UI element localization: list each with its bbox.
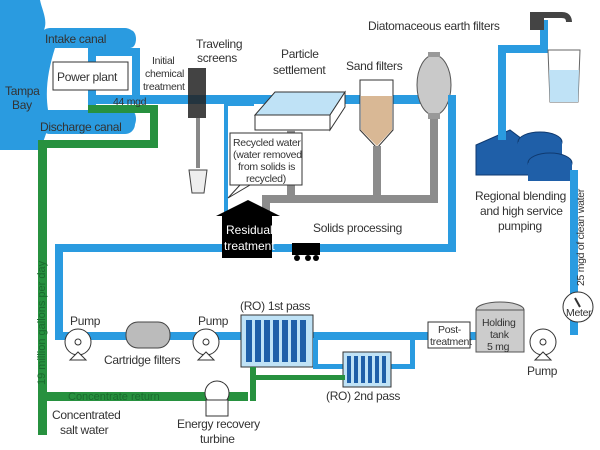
holding-tank-label-3: 5 mg xyxy=(487,341,510,353)
particle-settlement-tank xyxy=(253,90,346,132)
ro-first-pass xyxy=(240,314,314,368)
discharge-canal-label: Discharge canal xyxy=(40,120,122,134)
ro-second-pass xyxy=(342,351,392,388)
pump-1-icon xyxy=(64,328,92,361)
pump-2-icon xyxy=(192,328,220,361)
holding-tank-label-2: tank xyxy=(490,329,510,341)
cartridge-filters-label: Cartridge filters xyxy=(104,353,181,367)
holding-tank-label-1: Holding xyxy=(482,317,516,329)
energy-recovery-label-2: turbine xyxy=(200,432,235,446)
regional-label-2: and high service xyxy=(480,204,563,218)
regional-label-1: Regional blending xyxy=(475,189,566,203)
concentrate-return-pipe xyxy=(38,392,248,401)
concentrated-label-2: salt water xyxy=(60,423,109,437)
tampa-label-2: Bay xyxy=(12,98,32,112)
pump-3-icon xyxy=(529,328,557,361)
discharge-canal xyxy=(40,114,135,134)
residual-label-2: treatment xyxy=(224,239,275,253)
energy-recovery-turbine-icon xyxy=(204,380,230,417)
recycled-water-callout xyxy=(227,132,303,199)
power-plant-label: Power plant xyxy=(57,70,118,84)
pump-1-label: Pump xyxy=(70,314,101,328)
meter-label: Meter xyxy=(566,307,592,319)
traveling-screens xyxy=(188,68,208,194)
regional-label-3: pumping xyxy=(498,219,542,233)
initial-label-1: Initial xyxy=(152,55,174,67)
post-treatment-label-1: Post- xyxy=(438,324,462,336)
solids-processing-label: Solids processing xyxy=(313,221,402,235)
water-glass-icon xyxy=(547,49,581,103)
residual-treatment-building xyxy=(216,200,280,258)
regional-blending-tanks xyxy=(475,129,573,181)
pump-3-label: Pump xyxy=(527,364,558,378)
pump-2-label: Pump xyxy=(198,314,229,328)
clean-water-label: 25 mgd of clean water xyxy=(575,188,587,286)
recycled-label-3: from solids is xyxy=(238,161,295,173)
ro-second-label: (RO) 2nd pass xyxy=(326,389,400,403)
initial-label-2: chemical xyxy=(145,68,184,80)
flow-44-label: 44 mgd xyxy=(113,96,147,108)
faucet-icon xyxy=(530,12,572,30)
sand-filters-label: Sand filters xyxy=(346,59,403,73)
truck-icon xyxy=(292,243,320,261)
sand-filter xyxy=(359,79,394,149)
recycled-label-1: Recycled water xyxy=(233,137,301,149)
power-plant-box xyxy=(52,61,129,91)
recycled-label-2: (water removed xyxy=(233,149,302,161)
intake-canal-label: Intake canal xyxy=(45,32,106,46)
concentrate-return-label: Concentrate return xyxy=(68,391,160,403)
traveling-label-1: Traveling xyxy=(196,37,242,51)
particle-label-2: settlement xyxy=(273,63,326,77)
diatomaceous-filter xyxy=(416,52,452,119)
concentrated-label-1: Concentrated xyxy=(52,408,120,422)
recycled-label-4: recycled) xyxy=(246,173,286,185)
particle-label-1: Particle xyxy=(281,47,319,61)
cartridge-filter-icon xyxy=(125,321,171,349)
initial-label-3: treatment xyxy=(143,81,185,93)
holding-tank xyxy=(475,301,525,353)
intake-canal xyxy=(40,28,135,48)
diatomaceous-label: Diatomaceous earth filters xyxy=(368,19,500,33)
concentrate-vertical-pipe xyxy=(38,140,47,435)
meter-icon xyxy=(562,291,594,323)
residual-label-1: Residual xyxy=(226,223,273,237)
energy-recovery-label-1: Energy recovery xyxy=(177,417,260,431)
post-treatment-box xyxy=(427,321,471,349)
million-gallons-label: 19 million gallons per day xyxy=(36,260,48,385)
traveling-label-2: screens xyxy=(197,51,237,65)
tampa-label-1: Tampa xyxy=(5,84,40,98)
ro-first-label: (RO) 1st pass xyxy=(240,299,310,313)
post-treatment-label-2: treatment xyxy=(430,336,472,348)
